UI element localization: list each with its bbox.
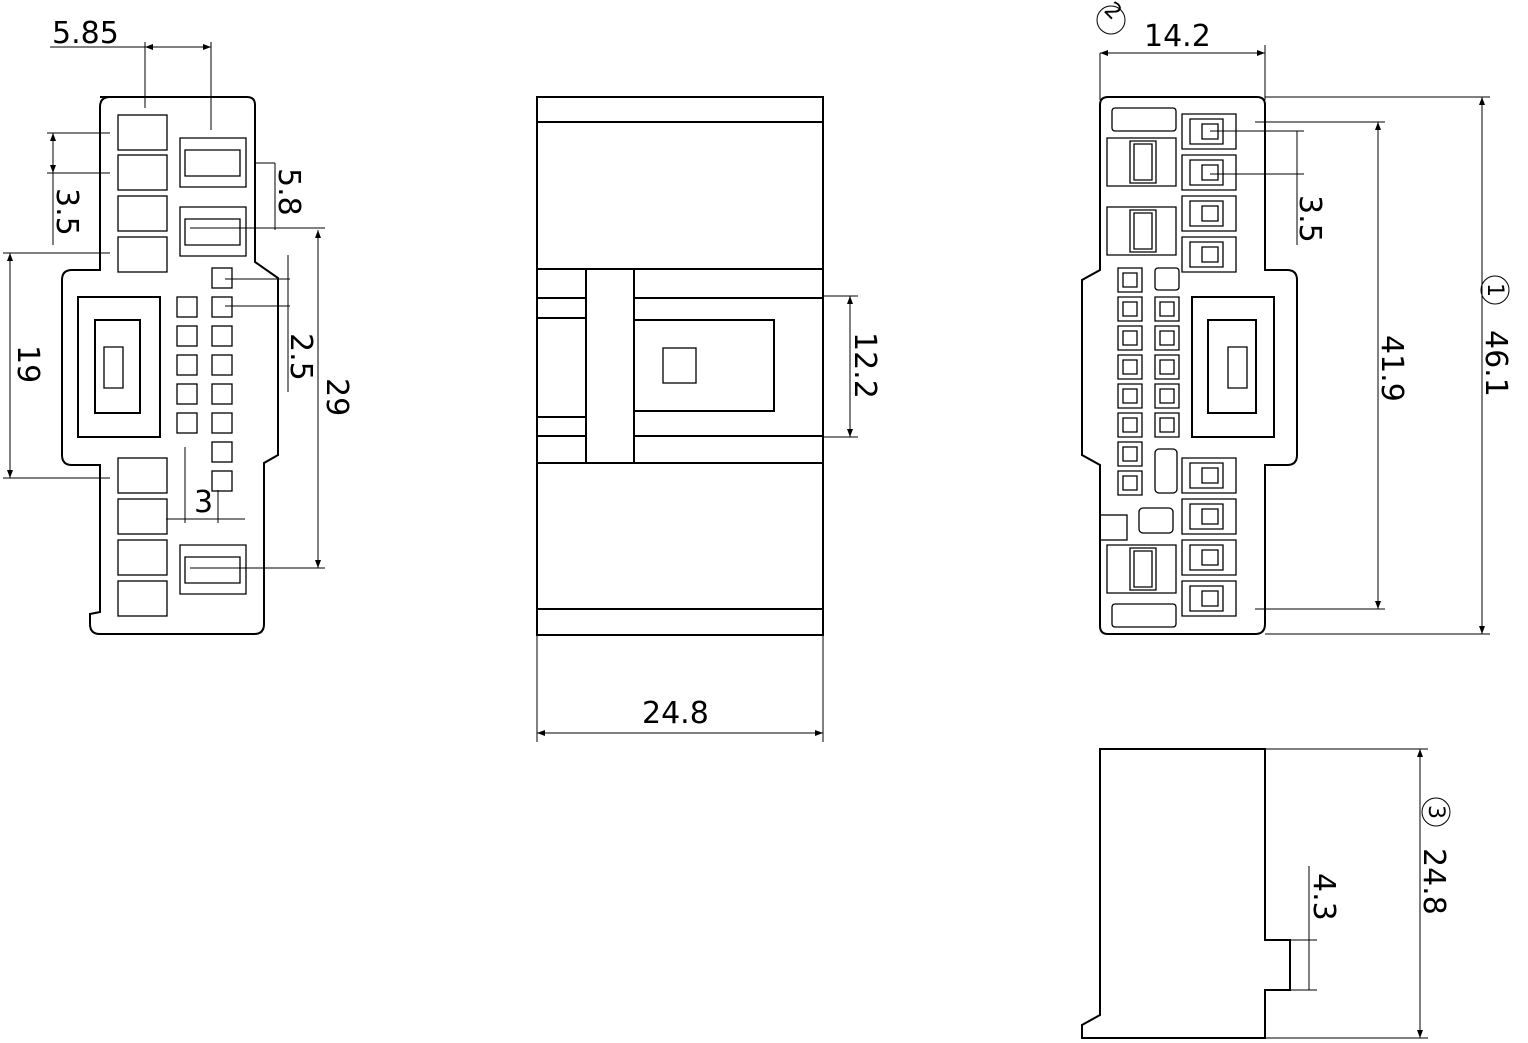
view-marker-3: 3 xyxy=(1423,805,1448,819)
rear-pitch-label: 3.5 xyxy=(1292,195,1327,243)
front-view: 5.85 3.5 5.8 19 2.5 29 3 xyxy=(3,16,354,635)
side-width-label: 24.8 xyxy=(642,696,709,731)
front-3-label: 3 xyxy=(194,485,213,520)
bottom-view: 4.3 24.8 3 xyxy=(1081,748,1451,1039)
front-width-label: 5.85 xyxy=(52,16,119,51)
rear-height41-label: 41.9 xyxy=(1374,335,1409,402)
side-view: 24.8 12.2 xyxy=(536,96,882,742)
view-marker-2: 2 xyxy=(1099,0,1127,25)
bottom-step-label: 4.3 xyxy=(1306,873,1341,921)
front-height29-label: 29 xyxy=(319,378,354,416)
dimension-arrowheads xyxy=(7,44,1485,1038)
rear-height46-label: 46.1 xyxy=(1478,330,1513,397)
side-height-label: 12.2 xyxy=(847,332,882,399)
rear-width-label: 14.2 xyxy=(1144,19,1211,54)
view-marker-1: 1 xyxy=(1482,283,1507,297)
front-height19-label: 19 xyxy=(10,345,45,383)
front-small-pitch-label: 2.5 xyxy=(283,333,318,381)
bottom-height-label: 24.8 xyxy=(1416,848,1451,915)
front-cavity-label: 5.8 xyxy=(271,168,306,216)
rear-view: 14.2 3.5 41.9 46.1 2 1 xyxy=(1081,0,1513,635)
front-pitch-label: 3.5 xyxy=(49,188,84,236)
